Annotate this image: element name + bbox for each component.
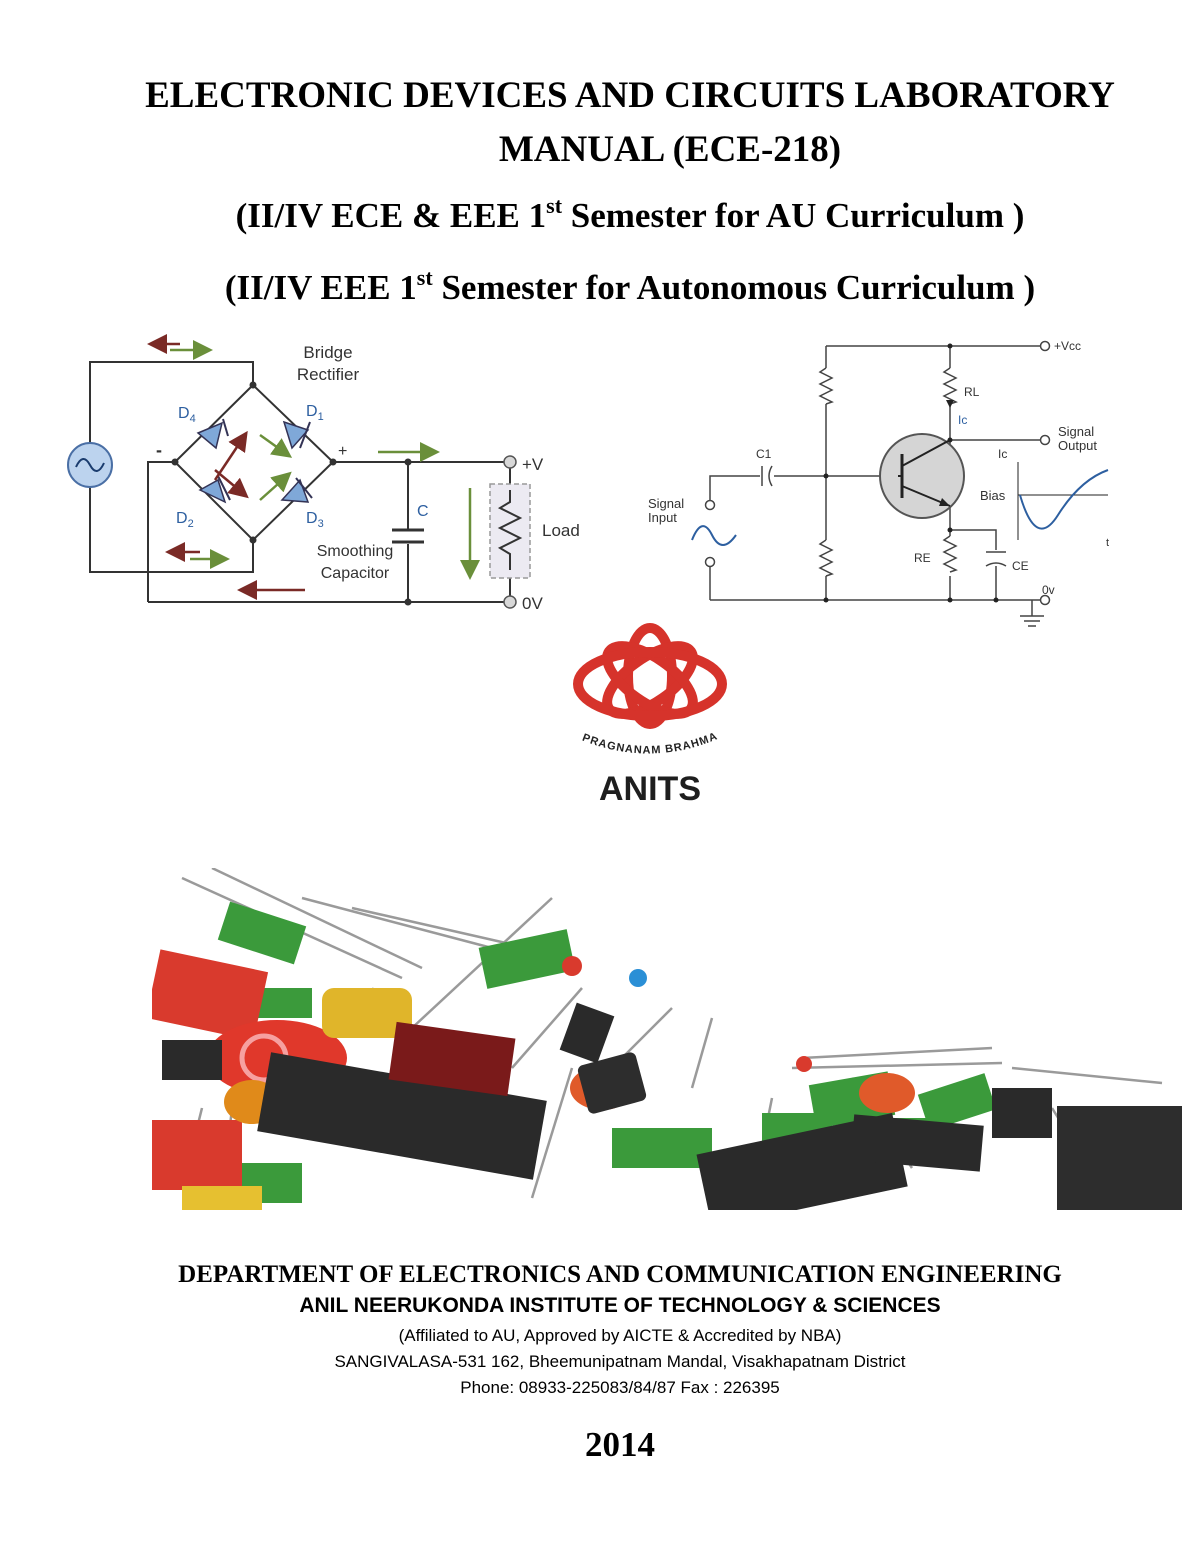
ic-wave-label: Ic [998, 447, 1007, 461]
output-sine-icon [1019, 469, 1109, 530]
bias-label: Bias [980, 488, 1006, 503]
subtitle-autonomous-curriculum: (II/IV EEE 1st Semester for Autonomous C… [0, 265, 1200, 308]
subtitle-au-curriculum: (II/IV ECE & EEE 1st Semester for AU Cur… [0, 193, 1200, 236]
subtitle-au-superscript: st [546, 193, 563, 218]
signal-output-line-2: Output [1058, 438, 1097, 453]
svg-text:PRAGNANAM BRAHMA: PRAGNANAM BRAHMA [581, 730, 720, 756]
capacitor-caption-line-2: Capacitor [321, 565, 390, 582]
publication-year: 2014 [585, 1425, 655, 1464]
diode-d3-icon [280, 477, 313, 503]
minus-terminal-label: - [156, 440, 162, 460]
subtitle-auto-prefix: (II/IV EEE 1 [224, 268, 417, 307]
department-name: DEPARTMENT OF ELECTRONICS AND COMMUNICAT… [178, 1261, 1062, 1288]
svg-text:D1: D1 [306, 403, 324, 423]
ce-label: CE [1012, 559, 1029, 573]
capacitor-label: C [417, 503, 429, 520]
c1-label: C1 [756, 447, 772, 461]
subtitle-auto-suffix: Semester for Autonomous Curriculum ) [432, 268, 1036, 307]
ic-label: Ic [958, 413, 967, 427]
subtitle-au-prefix: (II/IV ECE & EEE 1 [235, 196, 547, 235]
input-sine-icon [691, 525, 737, 546]
d1-subscript: 1 [318, 411, 324, 423]
load-label: Load [542, 521, 580, 540]
ground-icon [1020, 615, 1044, 627]
re-label: RE [914, 551, 931, 565]
rl-label: RL [964, 385, 980, 399]
bridge-rectifier-diagram: Bridge Rectifier D4 D1 D2 D3 - + C Smoot… [67, 334, 580, 613]
plus-terminal-label: + [338, 443, 347, 460]
affiliation-text: (Affiliated to AU, Approved by AICTE & A… [398, 1326, 842, 1345]
logo-motto: PRAGNANAM BRAHMA [581, 730, 719, 756]
svg-text:D4: D4 [178, 405, 196, 425]
signal-output-line-1: Signal [1058, 424, 1094, 439]
rectifier-title-line-1: Bridge [303, 343, 352, 362]
address-text: SANGIVALASA-531 162, Bheemunipatnam Mand… [334, 1352, 906, 1371]
subtitle-au-suffix: Semester for AU Curriculum ) [562, 196, 1025, 235]
d2-subscript: 2 [188, 518, 194, 530]
logo-name: ANITS [599, 770, 701, 808]
title-line-2: MANUAL (ECE-218) [498, 129, 842, 170]
vcc-label: +Vcc [1054, 339, 1081, 353]
subtitle-auto-superscript: st [416, 265, 433, 290]
electronic-components-image [152, 868, 1182, 1210]
svg-text:D3: D3 [306, 510, 324, 530]
svg-text:D2: D2 [176, 510, 194, 530]
d3-subscript: 3 [318, 518, 324, 530]
time-axis-label: t [1106, 537, 1109, 549]
d1-label: D [306, 403, 318, 420]
signal-input-line-2: Input [648, 510, 677, 525]
diode-d4-icon [196, 418, 229, 450]
d3-label: D [306, 510, 318, 527]
signal-input-line-1: Signal [648, 496, 684, 511]
zero-v-label: 0v [1042, 583, 1055, 597]
d2-label: D [176, 510, 188, 527]
d4-subscript: 4 [190, 413, 196, 425]
capacitor-caption-line-1: Smoothing [317, 543, 394, 560]
title-line-1: ELECTRONIC DEVICES AND CIRCUITS LABORATO… [145, 75, 1115, 116]
anits-logo: PRAGNANAM BRAHMA ANITS [573, 623, 727, 808]
institute-name: ANIL NEERUKONDA INSTITUTE OF TECHNOLOGY … [299, 1294, 941, 1317]
plus-v-label: +V [522, 455, 544, 474]
transistor-amplifier-diagram: +Vcc RL Ic C1 Signal Output Signal Input… [648, 339, 1109, 627]
d4-label: D [178, 405, 190, 422]
npn-transistor-icon [879, 433, 965, 519]
zero-v-label: 0V [522, 594, 543, 613]
phone-fax-text: Phone: 08933-225083/84/87 Fax : 226395 [460, 1378, 780, 1397]
rectifier-title-line-2: Rectifier [297, 365, 360, 384]
